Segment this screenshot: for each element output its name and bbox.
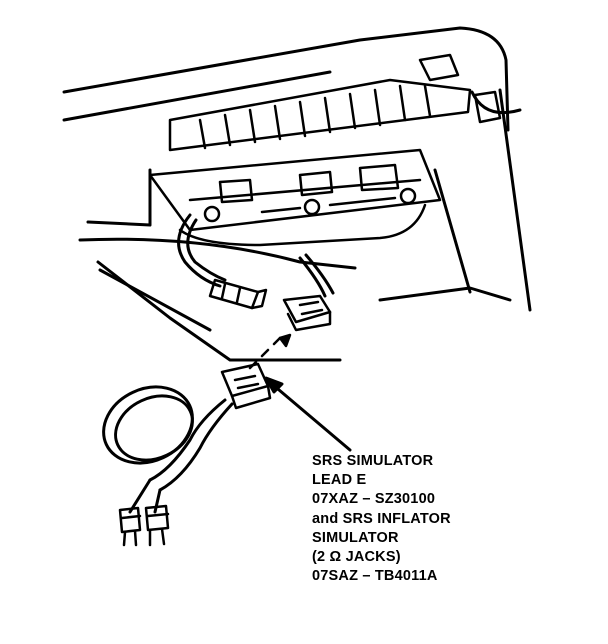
harness-connector-b bbox=[282, 294, 332, 332]
callout-line-7: 07SAZ – TB4011A bbox=[312, 568, 438, 585]
callout-line-5: SIMULATOR bbox=[312, 529, 399, 546]
callout-line-3: 07XAZ – SZ30100 bbox=[312, 491, 436, 508]
callout-line-2: LEAD E bbox=[312, 472, 367, 489]
dashboard-panel bbox=[62, 26, 532, 362]
callout-line-6: (2 Ω JACKS) bbox=[312, 549, 401, 566]
simulator-jacks bbox=[118, 504, 170, 547]
connection-arrow bbox=[248, 333, 292, 370]
callout-line-4: and SRS INFLATOR bbox=[312, 510, 451, 527]
callout-line-1: SRS SIMULATOR bbox=[312, 453, 434, 469]
dashboard-vents bbox=[168, 53, 502, 152]
harness-wires bbox=[177, 213, 335, 298]
srs-simulator-callout: SRS SIMULATOR LEAD E 07XAZ – SZ30100 and… bbox=[312, 452, 552, 586]
callout-leader bbox=[264, 376, 352, 452]
harness-connector-a bbox=[208, 278, 268, 310]
airbag-module bbox=[148, 148, 442, 247]
simulator-lead-cable bbox=[102, 385, 234, 514]
simulator-lead-connector bbox=[220, 362, 272, 410]
